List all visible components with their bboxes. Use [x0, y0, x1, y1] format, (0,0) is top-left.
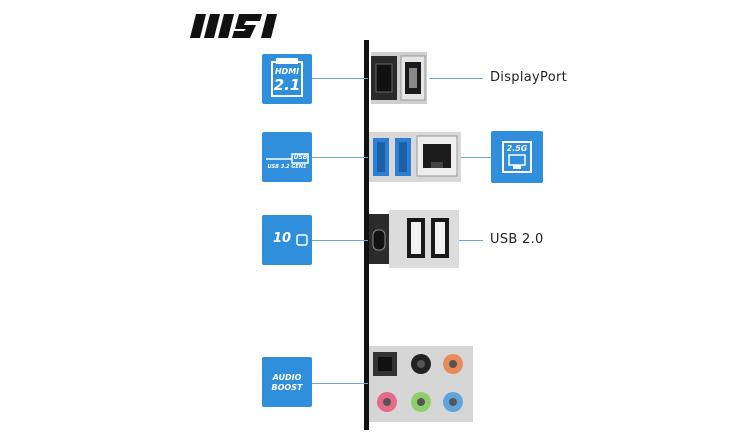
lan-leader-line: [461, 157, 491, 158]
usbc-icon: [296, 234, 308, 246]
audio-boost-tile: AUDIO BOOST: [262, 357, 312, 407]
usbc-leader-line: [312, 240, 368, 241]
hdmi-tile: HDMI 2.1: [262, 54, 312, 104]
usb20-leader-line: [459, 240, 483, 241]
hdmi-leader-line: [312, 78, 368, 79]
hdmi-version: 2.1: [273, 76, 301, 94]
audio-boost-line2: BOOST: [271, 383, 303, 392]
hdmi-dp-port-block: [369, 52, 429, 104]
audio-boost-line1: AUDIO: [272, 373, 302, 382]
usb32-leader-line: [312, 157, 368, 158]
usb32-tile: USB USB 3.2 GEN1: [262, 132, 312, 182]
usb32-icon: [266, 153, 309, 164]
displayport-label: DisplayPort: [490, 70, 567, 85]
lan-tile: 2.5G: [491, 131, 543, 183]
usb32-badge: USB: [293, 154, 308, 161]
usbc-tile: 10: [262, 215, 312, 265]
audio-leader-line: [312, 383, 368, 384]
ethernet-icon: [502, 141, 532, 173]
hdmi-label: HDMI: [274, 67, 300, 76]
msi-logo-mark: [190, 14, 277, 38]
usb32-lan-port-block: [369, 132, 461, 182]
lan-speed: 2.5G: [506, 144, 528, 153]
audio-jack-block: [369, 346, 473, 422]
io-shield-edge: [364, 40, 369, 430]
usb20-label: USB 2.0: [490, 232, 544, 247]
usbc-port: [372, 229, 386, 251]
msi-logo: [190, 10, 285, 42]
usb32-label: USB 3.2 GEN1: [267, 164, 307, 170]
usbc-usb20-port-block: [369, 210, 459, 268]
displayport-leader-line: [429, 78, 483, 79]
usbc-speed: 10: [272, 231, 292, 246]
hdmi-icon: [271, 58, 303, 97]
